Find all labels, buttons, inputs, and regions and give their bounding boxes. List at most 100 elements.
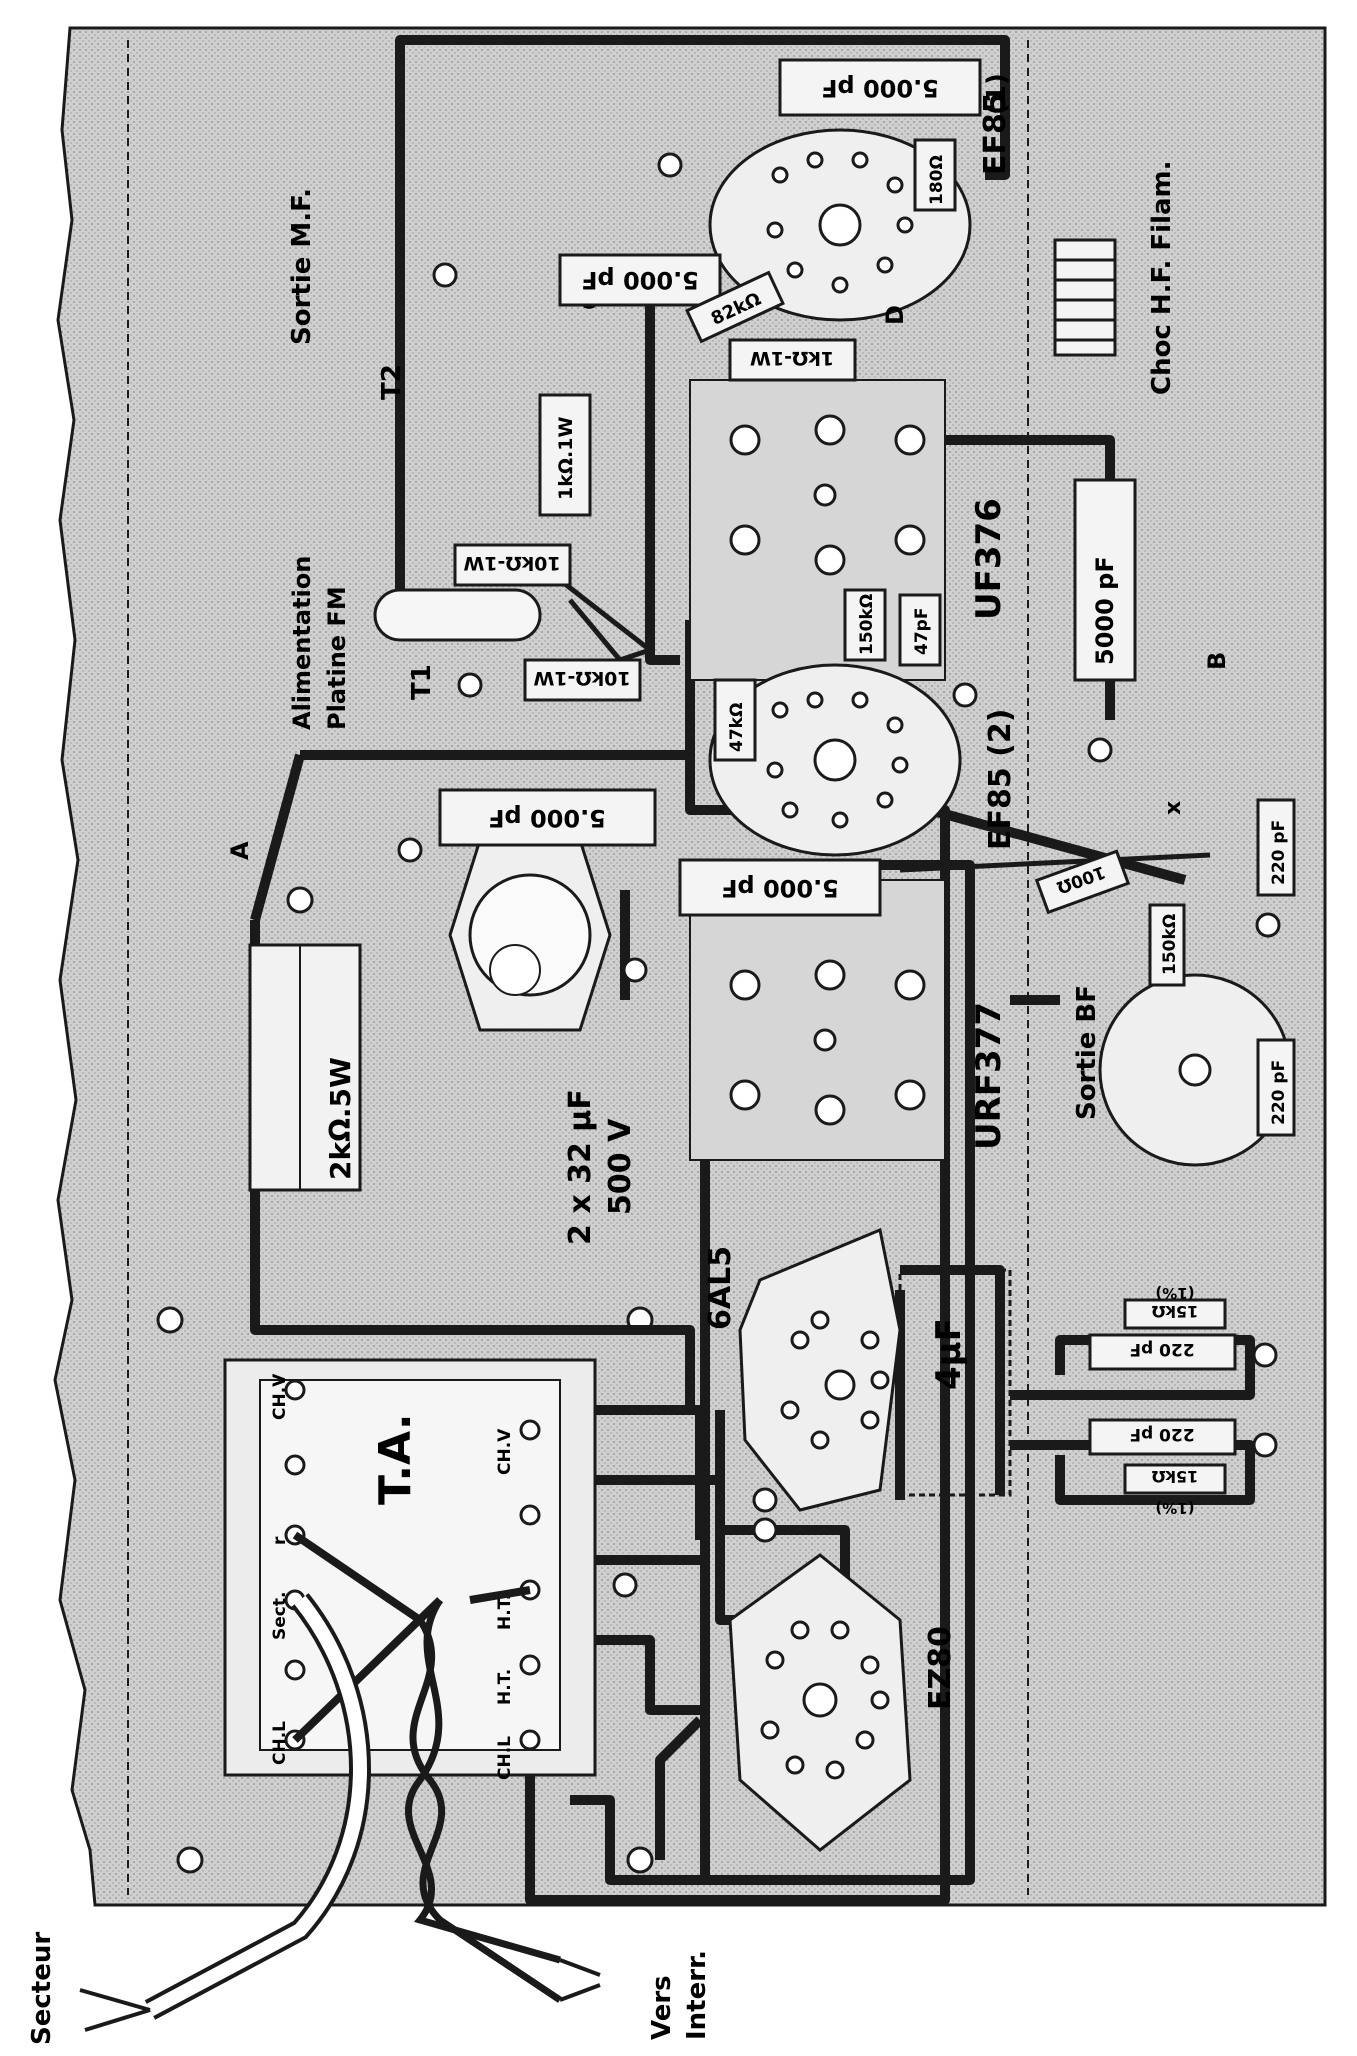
cap-4uf [898, 1268, 1012, 1497]
res-47k-label: 47kΩ [727, 703, 747, 752]
tube-ez80: EZ80 [728, 1553, 958, 1852]
power-transformer: CH.V r Sect. CH.L CH.V H.T. H.T. CH.L T.… [223, 1358, 597, 1780]
cap-2x32-label: 2 x 32 µF [563, 1089, 598, 1245]
point-b-label: B [1203, 652, 1231, 670]
res-10k-a-label: 10kΩ-1W [463, 552, 560, 574]
tube-ef85-2: EF85 (2) [708, 663, 1018, 857]
transformer-core [259, 1379, 561, 1751]
tol-1pct-a-label: (1%) [1155, 1284, 1194, 1302]
res-1k-1w-a-label: 1kΩ-1W [750, 347, 834, 369]
t2-label: T2 [377, 364, 407, 400]
switch-twisted-pair [404, 1598, 601, 2003]
ground-screws [397, 152, 1281, 1598]
resistor-10k-a: 10kΩ-1W [453, 543, 572, 587]
ta-lug-r-label: r [270, 1536, 290, 1545]
cap-5000pf-4-label: 5.000 pF [721, 874, 839, 902]
tube-6al5: 6AL5 4µF [703, 1227, 1012, 1512]
ef85-1-label: EF85 [978, 92, 1013, 175]
ta-lug-chl-right-label: CH.L [495, 1736, 515, 1780]
platine-fm-label: Platine FM [323, 586, 351, 730]
res-1k-1w-b-label: 1kΩ.1W [555, 417, 577, 500]
wire [1010, 1335, 1255, 1400]
tube-ef85-1: EF85 (1) [708, 73, 1013, 322]
cap-5000pf-top-label: 5.000 pF [821, 74, 939, 102]
cap-220pf-d-label: 220 pF [1129, 1424, 1194, 1444]
res-15k-a-label: 15kΩ [1151, 1302, 1198, 1321]
cap-220pf-c-label: 220 pF [1129, 1339, 1194, 1359]
cap-220pf-a: 220 pF [1256, 798, 1296, 897]
ef85-1-num-label: (1) [982, 73, 1012, 115]
resistor-15k-a: 15kΩ (1%) [1123, 1284, 1227, 1330]
mount-hole [626, 1846, 654, 1874]
ta-lug-chv-label: CH.V [270, 1373, 290, 1420]
res-15k-b-label: 15kΩ [1151, 1467, 1198, 1486]
resistor-10k-b: 10kΩ-1W [523, 658, 642, 702]
t1-label: T1 [407, 664, 437, 700]
cap-220pf-b-label: 220 pF [1269, 1060, 1289, 1125]
transformer-label: T.A. [370, 1413, 421, 1505]
wire [715, 1410, 850, 1590]
6al5-socket [738, 1227, 902, 1512]
point-d-label: D [881, 305, 909, 325]
cap-220pf-d: 220 pF [1088, 1418, 1237, 1456]
wire [525, 620, 950, 1905]
res-10k-b-label: 10kΩ-1W [533, 667, 630, 689]
tube-urf377: URF377 [689, 879, 1009, 1161]
mount-hole [286, 886, 314, 914]
cap-5000pf-2: 5.000 pF [558, 253, 722, 307]
cap-220pf-a-label: 220 pF [1269, 820, 1289, 885]
resistor-180: 180Ω [913, 138, 957, 212]
cap-5000pf-top: 5.000 pF [778, 58, 982, 117]
wire [395, 35, 1010, 625]
components: 5.000 pF 180Ω 5.000 pF 82kΩ 1kΩ-1W 1kΩ.1… [438, 58, 1296, 1517]
ta-lug-chl-label: CH.L [270, 1721, 290, 1765]
sortie-bf-label: Sortie BF [1072, 985, 1102, 1120]
ta-lug-sect-label: Sect. [270, 1592, 290, 1640]
wire [570, 860, 975, 1885]
urf377-label: URF377 [969, 1002, 1009, 1150]
mains-cable [79, 1593, 371, 2032]
cap-220pf-c: 220 pF [1088, 1333, 1237, 1371]
resistor-15k-b: 15kΩ (1%) [1123, 1463, 1227, 1517]
resistor-2k: 2kΩ.5W [248, 943, 362, 1192]
ez80-label: EZ80 [923, 1626, 958, 1710]
resistor-82k: 82kΩ [685, 270, 785, 344]
ef85-2-label: EF85 (2) [983, 709, 1018, 850]
cap-47pf: 47pF [898, 593, 942, 667]
cap-5000pf-5-label: 5000 pF [1091, 556, 1119, 665]
mount-hole [156, 1306, 184, 1334]
cap-220pf-b: 220 pF [1256, 1038, 1296, 1137]
res-180-label: 180Ω [927, 155, 947, 205]
ta-lug-ht2-label: H.T. [495, 1669, 515, 1705]
output-jack [1098, 973, 1292, 1167]
tol-1pct-b-label: (1%) [1155, 1499, 1194, 1517]
ta-lug-ht1-label: H.T. [495, 1594, 515, 1630]
sortie-mf-label: Sortie M.F. [287, 188, 317, 345]
cap-500v-label: 500 V [603, 1118, 638, 1215]
point-a-label: A [226, 841, 254, 860]
resistor-150k-a: 150kΩ [843, 588, 887, 662]
choc-label: Choc H.F. Filam. [1147, 160, 1177, 395]
res-150k-b-label: 150kΩ [1160, 914, 1180, 975]
interr-label: Interr. [682, 1950, 712, 2040]
cap-5000pf-2-label: 5.000 pF [581, 266, 699, 294]
resistor-1k-1w-a: 1kΩ-1W [728, 338, 857, 382]
ta-lug-chv-right-label: CH.V [495, 1428, 515, 1475]
resistor-47k: 47kΩ [713, 678, 757, 762]
uf376-label: UF376 [969, 498, 1009, 620]
cap-5000pf-3-label: 5.000 pF [488, 804, 606, 832]
res-150k-a-label: 150kΩ [857, 594, 877, 655]
cap-47pf-label: 47pF [912, 608, 932, 655]
mount-hole [176, 1846, 204, 1874]
resistor-150k-b: 150kΩ [1148, 903, 1186, 987]
point-x-label: x [1161, 801, 1186, 815]
cap-5000pf-3: 5.000 pF [438, 788, 657, 847]
6al5-label: 6AL5 [703, 1246, 738, 1330]
alimentation-label: Alimentation [288, 556, 316, 730]
vers-label: Vers [647, 1975, 677, 2040]
resistor-1k-1w-b: 1kΩ.1W [538, 393, 592, 517]
cap-5000pf-5: 5000 pF [1073, 478, 1137, 682]
res-2k-label: 2kΩ.5W [324, 1057, 357, 1180]
